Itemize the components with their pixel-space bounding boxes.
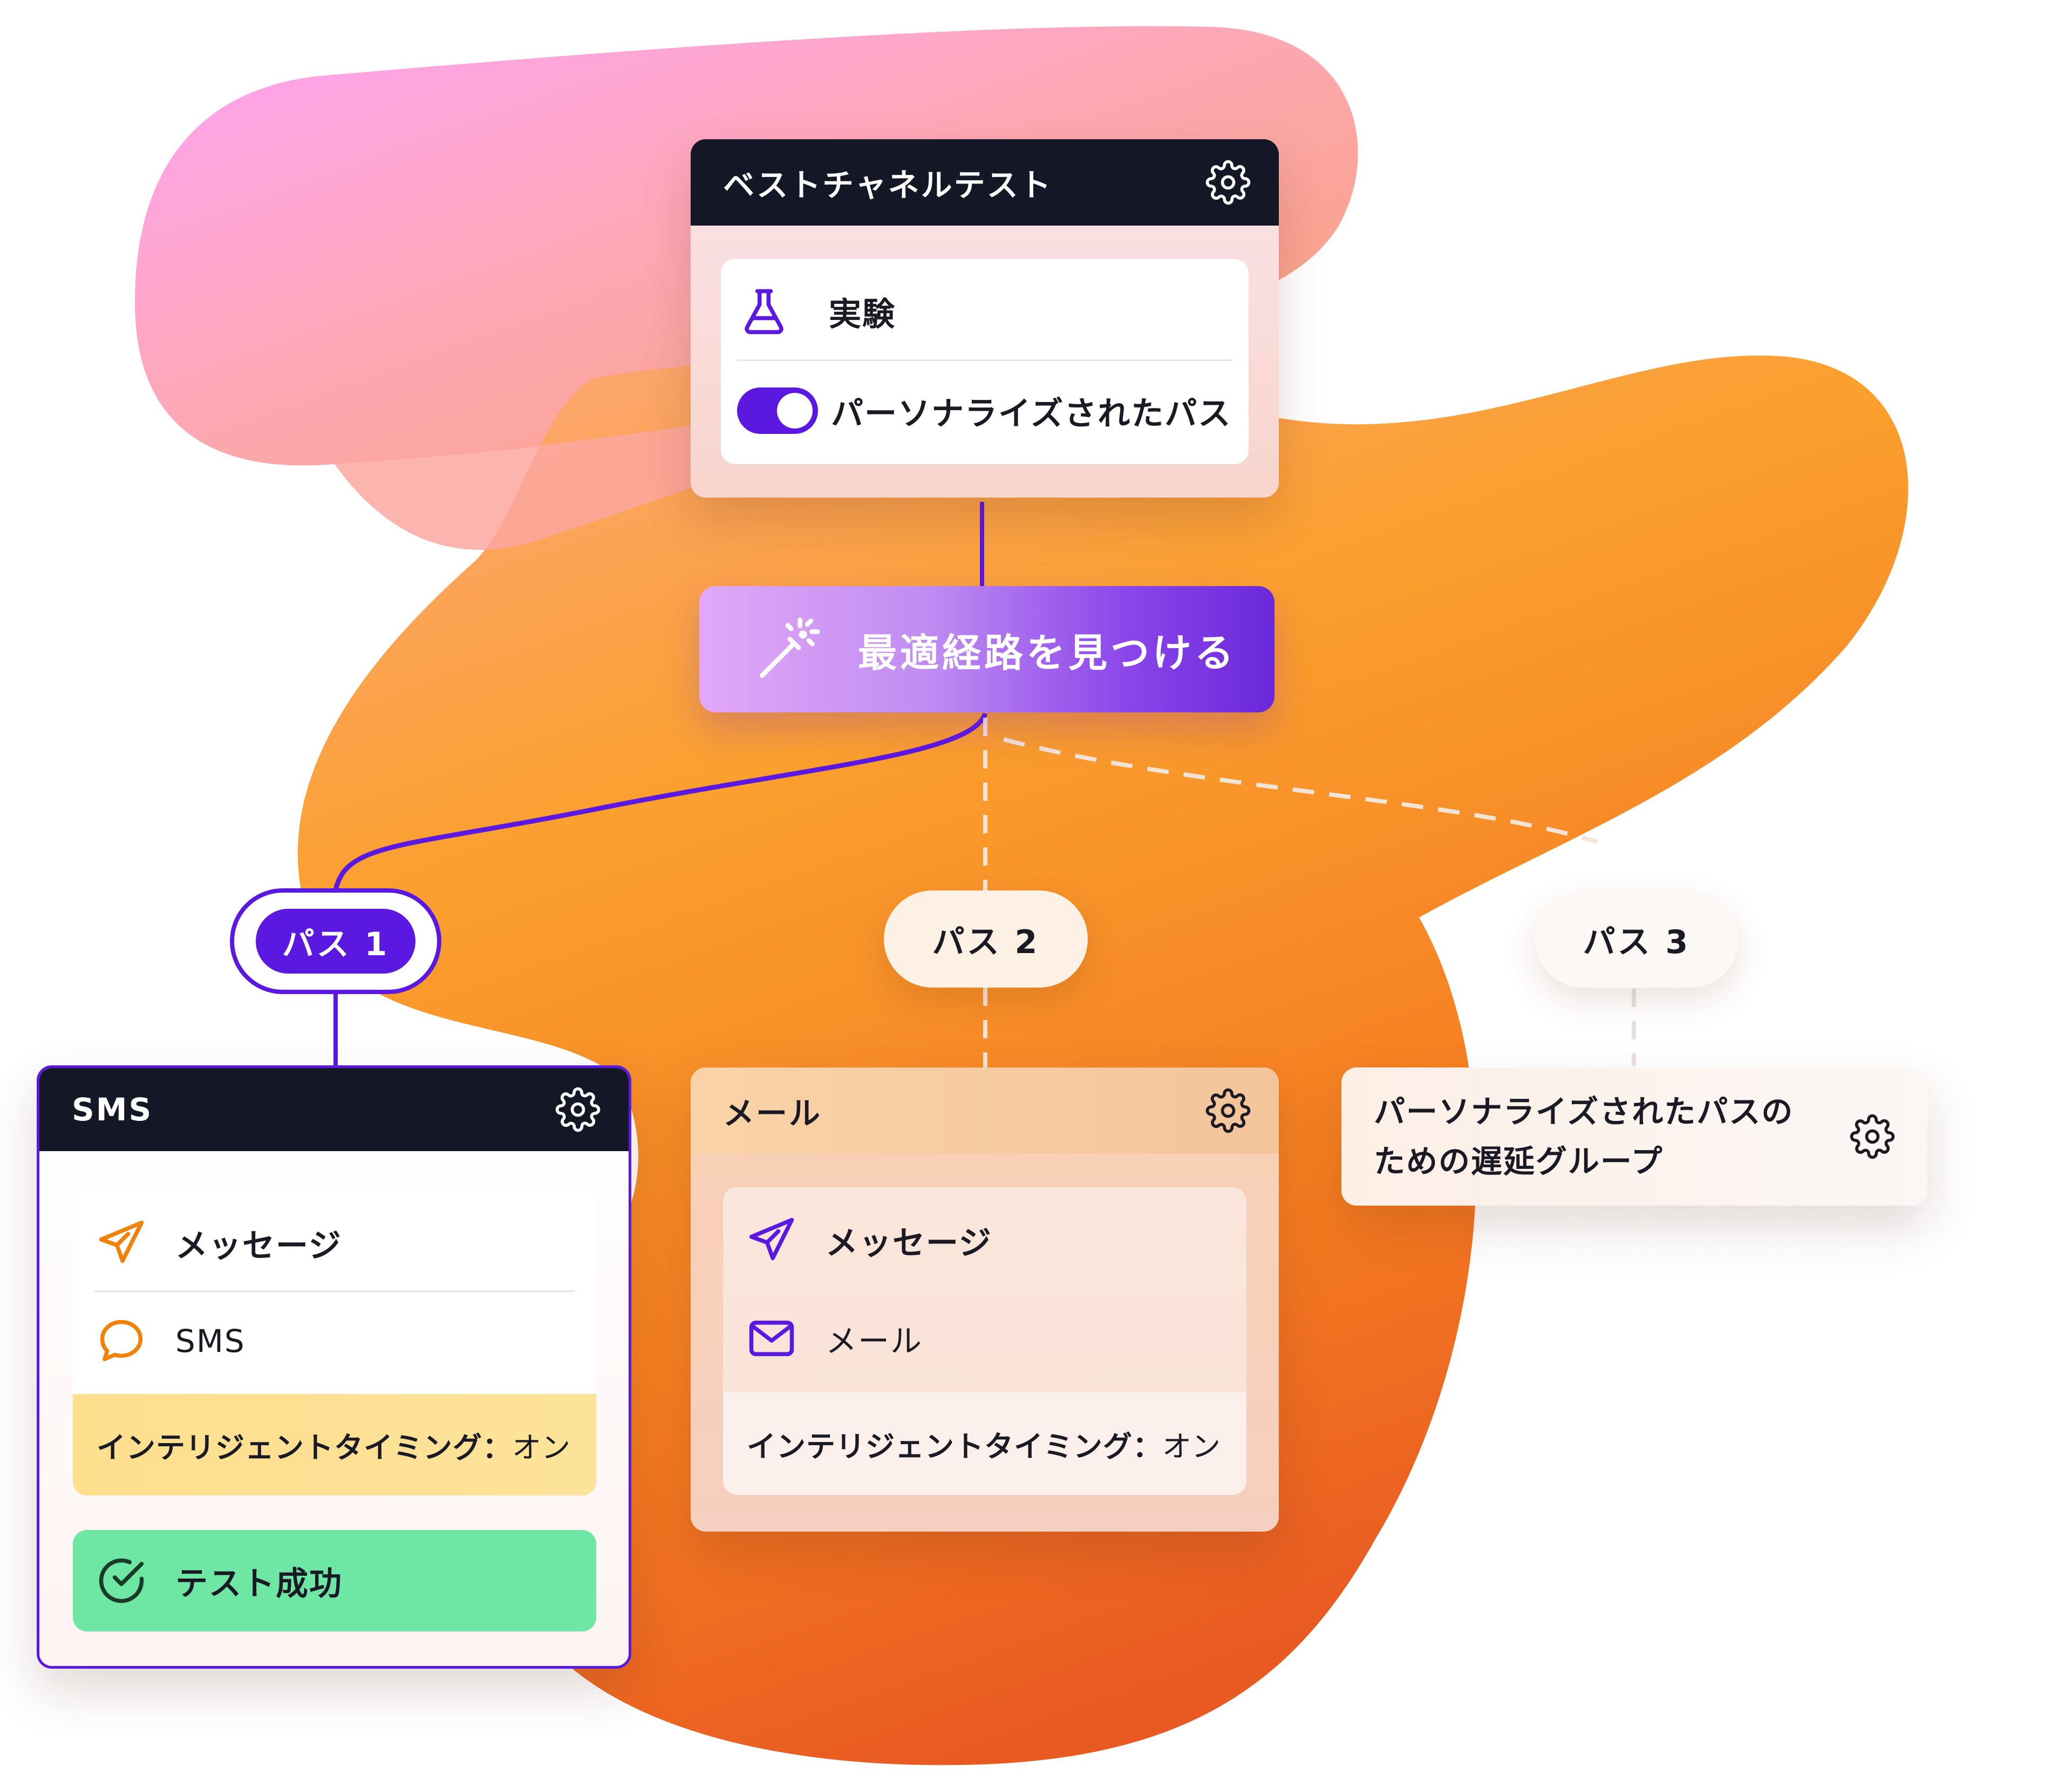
envelope-icon — [749, 1321, 794, 1356]
gear-icon[interactable] — [1850, 1114, 1895, 1159]
chat-bubble-icon — [100, 1320, 143, 1362]
experiment-card-title: ベストチャネルテスト — [723, 167, 1053, 203]
sms-message-row: メッセージ — [94, 1205, 342, 1281]
personalized-path-label: パーソナライズされたパス — [831, 395, 1232, 433]
mail-card-body: メッセージ メール インテリジェントタイミング： オン — [723, 1187, 1246, 1495]
mail-card: メール メッセージ メール インテリジェントタイミング： オン — [691, 1067, 1279, 1532]
delay-group-title: パーソナライズされたパスの ための遅延グループ — [1374, 1087, 1794, 1186]
experiment-card-header: ベストチャネルテスト — [691, 139, 1279, 226]
delay-group-title-line2: ための遅延グループ — [1374, 1143, 1664, 1180]
mail-channel-label: メール — [826, 1323, 923, 1359]
sms-channel-row: SMS — [94, 1303, 246, 1379]
gear-icon[interactable] — [555, 1087, 601, 1132]
find-optimal-path-label: 最適経路を見つける — [858, 630, 1237, 676]
sms-card-body: メッセージ SMS インテリジェントタイミング： オン — [73, 1190, 596, 1495]
mail-message-label: メッセージ — [826, 1224, 992, 1262]
sms-card-title: SMS — [72, 1091, 153, 1128]
flask-icon — [745, 289, 783, 335]
divider — [94, 1290, 575, 1292]
gear-icon[interactable] — [1205, 160, 1251, 205]
magic-wand-icon — [759, 617, 820, 678]
sms-card-header: SMS — [39, 1068, 629, 1151]
timing-label: インテリジェントタイミング： — [747, 1429, 1162, 1464]
send-icon — [99, 1220, 144, 1263]
mail-channel-row: メール — [745, 1301, 923, 1376]
delay-group-title-line1: パーソナライズされたパスの — [1374, 1093, 1794, 1130]
mail-card-header: メール — [691, 1067, 1279, 1154]
path-3-pill[interactable]: パス 3 — [1535, 890, 1739, 988]
sms-message-label: メッセージ — [175, 1227, 342, 1265]
experiment-label: 実験 — [829, 295, 896, 334]
timing-value: オン — [1162, 1429, 1221, 1464]
check-circle-icon — [99, 1558, 144, 1603]
experiment-card: ベストチャネルテスト 実験 パーソナライズされたパス — [691, 139, 1279, 498]
sms-channel-label: SMS — [175, 1323, 246, 1359]
experiment-row: 実験 — [737, 272, 1223, 351]
sms-card: SMS メッセージ SMS インテリジェントタイミング： オン テスト成功 — [37, 1065, 631, 1669]
mail-intelligent-timing: インテリジェントタイミング： オン — [723, 1392, 1246, 1495]
path-3-label: パス 3 — [1583, 923, 1691, 961]
path-1-label: パス 1 — [256, 909, 415, 974]
timing-value: オン — [512, 1430, 570, 1465]
personalized-path-row[interactable]: パーソナライズされたパス — [737, 370, 1244, 451]
test-success-label: テスト成功 — [175, 1565, 343, 1603]
path-2-label: パス 2 — [932, 923, 1040, 961]
mail-card-title: メール — [723, 1095, 822, 1132]
gear-icon[interactable] — [1205, 1088, 1251, 1133]
personalized-path-toggle[interactable] — [737, 387, 818, 434]
delay-group-card: パーソナライズされたパスの ための遅延グループ — [1341, 1067, 1927, 1206]
mail-message-row: メッセージ — [745, 1202, 992, 1278]
path-2-pill[interactable]: パス 2 — [884, 890, 1088, 988]
divider — [737, 359, 1232, 361]
experiment-card-body: 実験 パーソナライズされたパス — [721, 259, 1249, 464]
sms-intelligent-timing: インテリジェントタイミング： オン — [73, 1394, 596, 1495]
path-1-pill[interactable]: パス 1 — [230, 888, 441, 994]
timing-label: インテリジェントタイミング： — [97, 1430, 512, 1465]
test-success-banner: テスト成功 — [73, 1530, 596, 1631]
find-optimal-path-button[interactable]: 最適経路を見つける — [699, 586, 1274, 712]
send-icon — [749, 1218, 794, 1261]
